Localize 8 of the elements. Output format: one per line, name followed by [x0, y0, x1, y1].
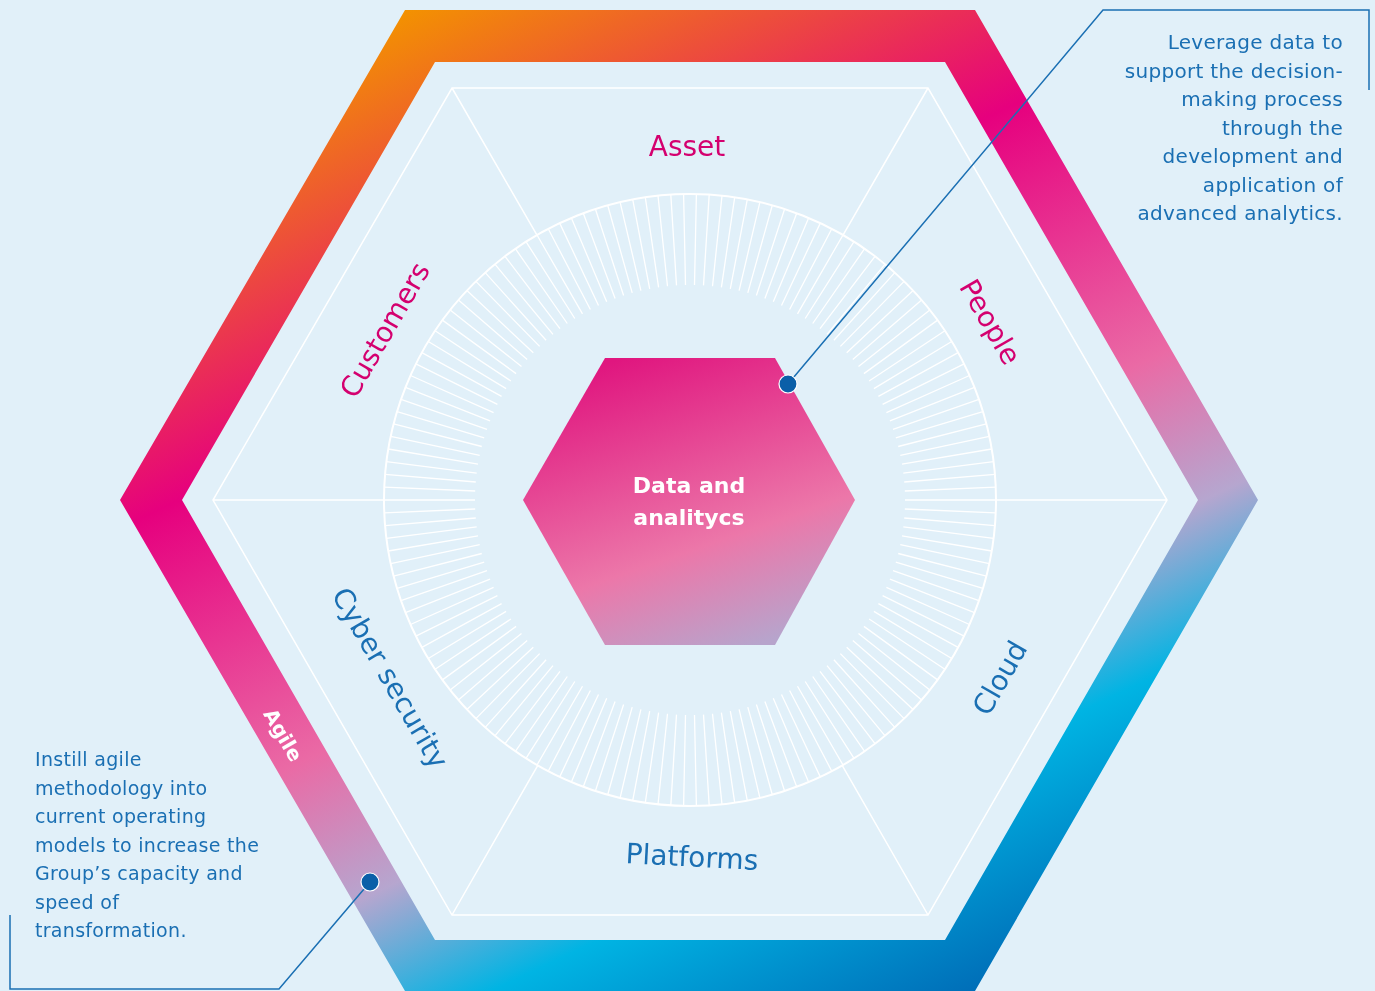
segment-label: Platforms — [624, 837, 760, 877]
callout-text: Leverage data to support the decision-making process through the development and application of advanced analytics. — [1100, 10, 1370, 265]
callout-text: Instill agile methodology into current operating models to increase the Group’s capacity and speed of transformation. — [10, 745, 272, 991]
leader-line — [778, 9, 1370, 394]
center-label: Data and analitycs — [631, 471, 747, 532]
center-hexagon — [523, 358, 855, 645]
leader-line — [9, 872, 380, 990]
segment-label: Asset — [648, 129, 726, 163]
